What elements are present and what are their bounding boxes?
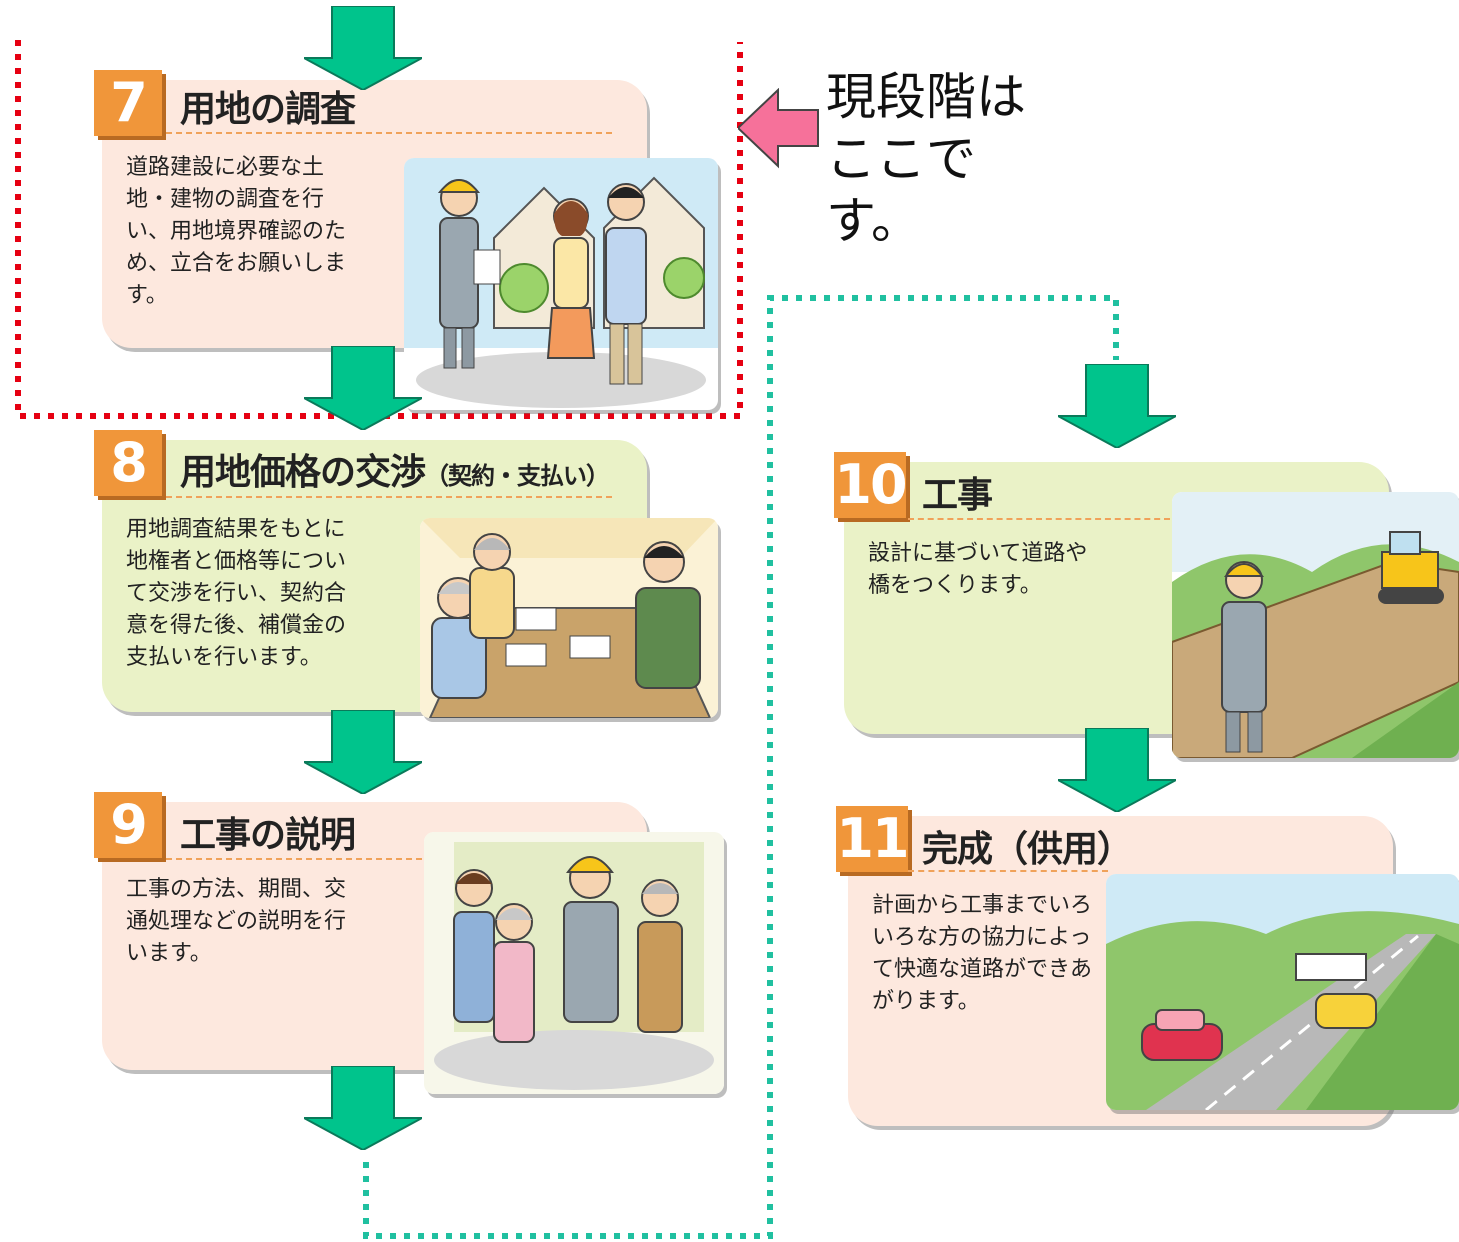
completed-highway-icon <box>1106 874 1459 1110</box>
negotiation-table-icon <box>420 518 718 718</box>
left-arrow-icon <box>738 88 819 169</box>
step-8-title-suffix: （契約・支払い） <box>425 462 610 490</box>
step-8-title: 用地価格の交渉（契約・支払い） <box>180 443 610 495</box>
step-10-title: 工事 <box>922 475 993 516</box>
step-7-title: 用地の調査 <box>180 89 356 130</box>
step-11-title: 完成（供用） <box>922 829 1133 870</box>
down-arrow-icon <box>304 1066 422 1150</box>
step-8-divider <box>166 496 612 498</box>
step-9-number: 9 <box>94 792 162 858</box>
construction-briefing-icon <box>424 832 724 1094</box>
down-arrow-icon <box>304 710 422 794</box>
step-11-divider <box>908 870 1108 872</box>
step-10-description: 設計に基づいて道路や橋をつくります。 <box>868 541 1088 598</box>
down-arrow-icon <box>304 6 422 90</box>
current-stage-note: 現段階はここです。 <box>826 68 1026 250</box>
step-10-divider <box>908 518 1170 520</box>
step-9-title: 工事の説明 <box>180 815 356 856</box>
step-7-number: 7 <box>94 70 162 136</box>
down-arrow-icon <box>1058 364 1176 448</box>
step-7-description: 道路建設に必要な土地・建物の調査を行い、用地境界確認のため、立合をお願いします。 <box>126 155 347 308</box>
step-9-divider <box>166 858 612 860</box>
bulldozer-road-icon <box>1172 492 1459 758</box>
step-11-description: 計画から工事までいろいろな方の協力によって快適な道路ができあがります。 <box>872 893 1093 1014</box>
down-arrow-icon <box>304 346 422 430</box>
step-8-description: 用地調査結果をもとに地権者と価格等について交渉を行い、契約合意を得た後、補償金の… <box>126 517 347 670</box>
step-9-description: 工事の方法、期間、交通処理などの説明を行います。 <box>126 877 347 966</box>
step-7-divider <box>166 132 612 134</box>
step-8-title-main: 用地価格の交渉 <box>180 452 426 493</box>
down-arrow-icon <box>1058 728 1176 812</box>
step-11-number: 11 <box>836 806 910 872</box>
step-8-number: 8 <box>94 430 162 496</box>
survey-people-icon <box>404 158 718 410</box>
step-10-number: 10 <box>834 452 908 518</box>
